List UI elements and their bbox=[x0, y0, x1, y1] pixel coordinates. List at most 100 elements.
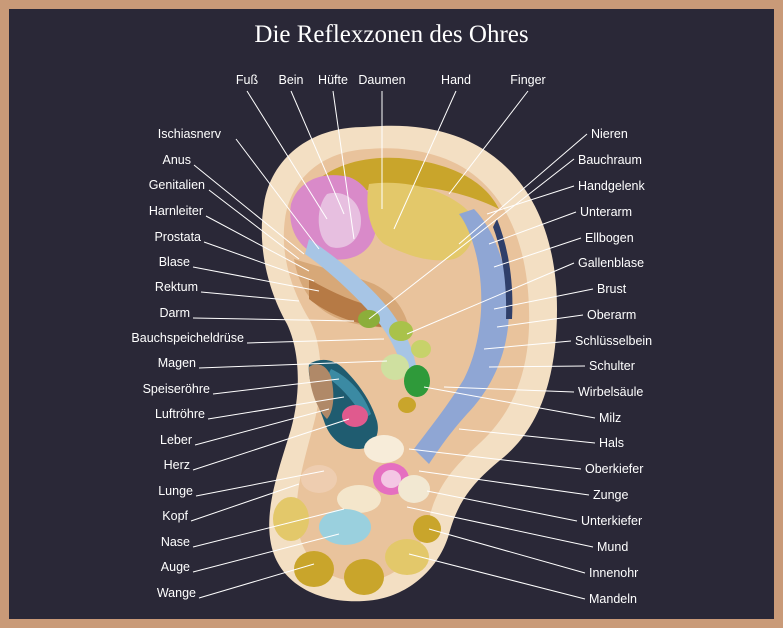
label-bauchspeicheldruese: Bauchspeicheldrüse bbox=[131, 331, 244, 345]
line-rektum bbox=[200, 291, 300, 302]
zone-lobe-cream-3 bbox=[337, 485, 381, 513]
label-darm: Darm bbox=[159, 306, 190, 320]
line-mund bbox=[406, 506, 594, 548]
label-auge: Auge bbox=[161, 560, 190, 574]
labels-right: Nieren Bauchraum Handgelenk Unterarm Ell… bbox=[575, 127, 652, 606]
label-hand: Hand bbox=[441, 73, 471, 87]
line-unterkiefer bbox=[426, 490, 578, 522]
zone-tragus-brown bbox=[309, 364, 334, 419]
line-magen bbox=[198, 360, 388, 369]
label-bein: Bein bbox=[278, 73, 303, 87]
label-fuss: Fuß bbox=[236, 73, 259, 87]
label-nase: Nase bbox=[161, 535, 190, 549]
label-daumen: Daumen bbox=[358, 73, 405, 87]
zone-concha-green-2 bbox=[389, 321, 413, 341]
line-bauchspeicheldruese bbox=[246, 338, 385, 344]
label-handgelenk: Handgelenk bbox=[578, 179, 645, 193]
label-harnleiter: Harnleiter bbox=[149, 204, 203, 218]
label-mund: Mund bbox=[597, 540, 628, 554]
label-lunge: Lunge bbox=[158, 484, 193, 498]
zone-scapha-blue bbox=[414, 209, 509, 464]
label-finger: Finger bbox=[510, 73, 545, 87]
line-mandeln bbox=[408, 553, 586, 600]
zone-lobe-mustard-4 bbox=[385, 539, 429, 575]
line-innenohr bbox=[428, 528, 586, 574]
label-wirbelsaeule: Wirbelsäule bbox=[578, 385, 643, 399]
line-oberarm bbox=[496, 314, 584, 328]
zone-tube-blue bbox=[305, 239, 417, 375]
line-kopf bbox=[190, 483, 300, 522]
label-schluesselbein: Schlüsselbein bbox=[575, 334, 652, 348]
label-prostata: Prostata bbox=[154, 230, 201, 244]
line-speiseroehre bbox=[212, 378, 340, 395]
label-unterarm: Unterarm bbox=[580, 205, 632, 219]
line-nase bbox=[192, 508, 345, 548]
label-anus: Anus bbox=[163, 153, 192, 167]
label-ischiasnerv: Ischiasnerv bbox=[158, 127, 222, 141]
line-brust bbox=[493, 288, 594, 310]
zone-lobe-pink-inner bbox=[381, 470, 401, 488]
line-darm bbox=[192, 317, 355, 322]
label-luftroehre: Luftröhre bbox=[155, 407, 205, 421]
ear-illustration bbox=[261, 125, 557, 602]
label-oberarm: Oberarm bbox=[587, 308, 636, 322]
line-wange bbox=[198, 563, 315, 599]
line-unterarm bbox=[488, 211, 577, 245]
label-genitalien: Genitalien bbox=[149, 178, 205, 192]
label-bauchraum: Bauchraum bbox=[578, 153, 642, 167]
line-huefte bbox=[332, 90, 355, 240]
label-rektum: Rektum bbox=[155, 280, 198, 294]
zone-lobe-mustard-2 bbox=[294, 551, 334, 587]
line-fuss bbox=[246, 90, 328, 220]
label-ellbogen: Ellbogen bbox=[585, 231, 634, 245]
line-finger bbox=[448, 90, 529, 195]
line-hand bbox=[393, 90, 457, 230]
line-bein bbox=[290, 90, 345, 215]
label-magen: Magen bbox=[158, 356, 196, 370]
zone-helix-upper bbox=[309, 157, 499, 209]
label-milz: Milz bbox=[599, 411, 621, 425]
diagram-title: Die Reflexzonen des Ohres bbox=[254, 21, 529, 48]
line-lunge bbox=[195, 470, 325, 497]
line-nieren bbox=[458, 133, 588, 245]
line-luftroehre bbox=[207, 396, 345, 420]
line-ischiasnerv bbox=[235, 138, 320, 250]
label-blase: Blase bbox=[159, 255, 190, 269]
line-wirbelsaeule bbox=[443, 386, 575, 393]
line-schluesselbein bbox=[483, 340, 572, 350]
labels-top: Fuß Bein Hüfte Daumen Hand Finger bbox=[236, 73, 546, 87]
zone-scapha-dark bbox=[493, 219, 513, 319]
line-prostata bbox=[203, 241, 315, 282]
zone-fossa-light bbox=[318, 192, 361, 248]
zone-lobe-mustard-1 bbox=[273, 497, 309, 541]
label-oberkiefer: Oberkiefer bbox=[585, 462, 643, 476]
label-herz: Herz bbox=[164, 458, 190, 472]
line-oberkiefer bbox=[408, 448, 582, 470]
labels-left: Ischiasnerv Anus Genitalien Harnleiter P… bbox=[131, 127, 244, 600]
label-wange: Wange bbox=[157, 586, 196, 600]
line-schulter bbox=[488, 365, 586, 368]
line-auge bbox=[192, 533, 340, 573]
label-schulter: Schulter bbox=[589, 359, 635, 373]
label-hals: Hals bbox=[599, 436, 624, 450]
line-genitalien bbox=[208, 189, 300, 260]
ear-diagram: Fuß Bein Hüfte Daumen Hand Finger Ischia… bbox=[131, 73, 652, 606]
line-anus bbox=[193, 164, 305, 255]
line-leber bbox=[194, 408, 330, 446]
zone-lobe-cream-1 bbox=[364, 435, 404, 463]
zone-upper-mustard bbox=[367, 182, 474, 261]
line-harnleiter bbox=[205, 215, 310, 272]
line-gallenblase bbox=[406, 262, 575, 335]
label-nieren: Nieren bbox=[591, 127, 628, 141]
label-gallenblase: Gallenblase bbox=[578, 256, 644, 270]
zone-lobe-cream-2 bbox=[398, 475, 430, 503]
zone-concha-green-4 bbox=[381, 354, 409, 380]
line-hals bbox=[458, 428, 596, 444]
zone-concha-green-6 bbox=[398, 397, 416, 413]
diagram-frame: Die Reflexzonen des Ohres bbox=[9, 9, 774, 619]
zone-lobe-lightblue bbox=[319, 509, 371, 545]
line-ellbogen bbox=[493, 237, 582, 268]
zone-concha-green-3 bbox=[411, 340, 431, 358]
zone-concha-green-5 bbox=[404, 365, 430, 397]
zone-ear-canal-pink bbox=[342, 405, 368, 427]
